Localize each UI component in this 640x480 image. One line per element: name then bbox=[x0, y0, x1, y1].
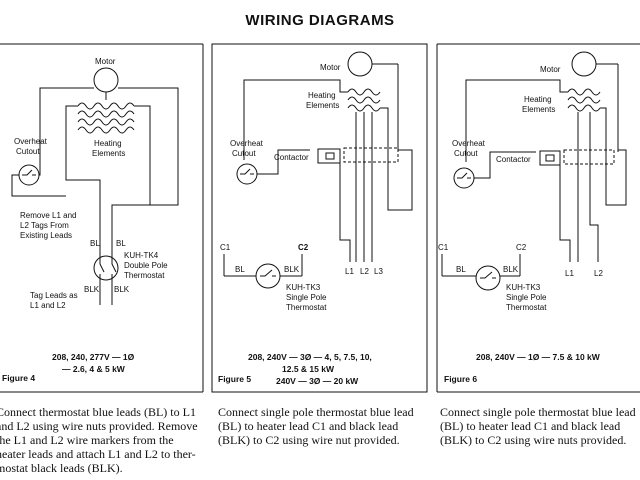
l2-label: L2 bbox=[594, 269, 603, 278]
overheat-label: Cutout bbox=[16, 147, 40, 156]
thermostat-label: Thermostat bbox=[286, 303, 327, 312]
contactor-label: Contactor bbox=[274, 153, 309, 162]
figure-5-caption: Connect single pole thermostat blue lead… bbox=[218, 405, 414, 447]
remove-label: Existing Leads bbox=[20, 231, 72, 240]
heating-element-icon bbox=[567, 88, 601, 112]
figure-6-caption: Connect single pole thermostat blue lead… bbox=[440, 405, 636, 447]
caption-line: the L1 and L2 wire markers from the bbox=[0, 433, 174, 447]
caption-line: (BL) to heater lead C1 and black lead bbox=[440, 419, 621, 433]
overheat-label: Overheat bbox=[452, 139, 486, 148]
thermostat-icon bbox=[255, 263, 281, 289]
overheat-label: Cutout bbox=[454, 149, 478, 158]
figure-6-diagram: Motor Heating Elements Overheat Cutout C… bbox=[438, 51, 627, 384]
heating-label: Heating bbox=[524, 95, 552, 104]
figure-label: Figure 4 bbox=[2, 373, 35, 383]
caption-line: mostat black leads (BLK). bbox=[0, 461, 123, 475]
overheat-label: Overheat bbox=[230, 139, 264, 148]
spec-text: 208, 240V — 3Ø — 4, 5, 7.5, 10, bbox=[248, 352, 372, 362]
page-title: WIRING DIAGRAMS bbox=[245, 12, 395, 29]
motor-label: Motor bbox=[320, 63, 341, 72]
motor-label: Motor bbox=[95, 57, 116, 66]
caption-line: (BL) to heater lead C1 and black lead bbox=[218, 419, 399, 433]
l2-label: L2 bbox=[360, 267, 369, 276]
contactor-coil bbox=[539, 150, 561, 166]
figure-label: Figure 6 bbox=[444, 374, 477, 384]
remove-label: L2 Tags From bbox=[20, 221, 69, 230]
overheat-label: Overheat bbox=[14, 137, 48, 146]
contactor-coil bbox=[317, 148, 341, 164]
thermostat-icon bbox=[475, 265, 501, 291]
heating-label: Elements bbox=[306, 101, 339, 110]
motor-symbol bbox=[347, 51, 373, 77]
l1-label: L1 bbox=[345, 267, 354, 276]
figure-5-diagram: Motor Heating Elements Overheat Cutout C… bbox=[218, 51, 413, 386]
heating-label: Elements bbox=[522, 105, 555, 114]
thermostat-label: KUH-TK3 bbox=[506, 283, 541, 292]
motor-symbol bbox=[571, 51, 597, 77]
heating-label: Heating bbox=[94, 139, 122, 148]
bl-label: BL bbox=[235, 265, 245, 274]
thermostat-label: Single Pole bbox=[286, 293, 327, 302]
thermostat-label: Double Pole bbox=[124, 261, 168, 270]
tag-label: Tag Leads as bbox=[30, 291, 78, 300]
c1-label: C1 bbox=[438, 243, 449, 252]
caption-line: and L2 using wire nuts provided. Remove bbox=[0, 419, 198, 433]
thermostat-label: KUH-TK4 bbox=[124, 251, 159, 260]
caption-line: Connect single pole thermostat blue lead bbox=[440, 405, 636, 419]
panel-frames bbox=[0, 43, 640, 393]
contactor-box bbox=[343, 147, 399, 163]
overheat-label: Cutout bbox=[232, 149, 256, 158]
heating-element-icon bbox=[347, 88, 381, 112]
blk-label: BLK bbox=[503, 265, 519, 274]
heating-label: Elements bbox=[92, 149, 125, 158]
heating-element-icon bbox=[77, 102, 135, 134]
contactor-box bbox=[563, 149, 615, 165]
l3-label: L3 bbox=[374, 267, 383, 276]
spec-text: 240V — 3Ø — 20 kW bbox=[276, 376, 359, 386]
bl-label: BL bbox=[90, 239, 100, 248]
thermostat-label: Thermostat bbox=[506, 303, 547, 312]
caption-line: Connect single pole thermostat blue lead bbox=[218, 405, 414, 419]
spec-text: — 2.6, 4 & 5 kW bbox=[62, 364, 126, 374]
figure-label: Figure 5 bbox=[218, 374, 251, 384]
tag-label: L1 and L2 bbox=[30, 301, 66, 310]
thermostat-label: Single Pole bbox=[506, 293, 547, 302]
heating-label: Heating bbox=[308, 91, 336, 100]
l1-label: L1 bbox=[565, 269, 574, 278]
spec-text: 12.5 & 15 kW bbox=[282, 364, 335, 374]
blk-label: BLK bbox=[284, 265, 300, 274]
bl-label: BL bbox=[116, 239, 126, 248]
contactor-label: Contactor bbox=[496, 155, 531, 164]
figure-4-diagram: Motor Heating Elements Overheat Cutout R… bbox=[2, 57, 179, 383]
caption-line: heater leads and attach L1 and L2 to the… bbox=[0, 447, 196, 461]
spec-text: 208, 240, 277V — 1Ø bbox=[52, 352, 135, 362]
caption-line: (BLK) to C2 using wire nut provided. bbox=[218, 433, 400, 447]
blk-label: BLK bbox=[84, 285, 100, 294]
c2-label: C2 bbox=[298, 243, 309, 252]
motor-label: Motor bbox=[540, 65, 561, 74]
thermostat-label: Thermostat bbox=[124, 271, 165, 280]
bl-label: BL bbox=[456, 265, 466, 274]
spec-text: 208, 240V — 1Ø — 7.5 & 10 kW bbox=[476, 352, 601, 362]
c2-label: C2 bbox=[516, 243, 527, 252]
thermostat-label: KUH-TK3 bbox=[286, 283, 321, 292]
motor-symbol bbox=[93, 67, 119, 93]
blk-label: BLK bbox=[114, 285, 130, 294]
caption-line: (BLK) to C2 using wire nuts provided. bbox=[440, 433, 627, 447]
remove-label: Remove L1 and bbox=[20, 211, 76, 220]
caption-line: Connect thermostat blue leads (BL) to L1 bbox=[0, 405, 196, 419]
figure-4-caption: Connect thermostat blue leads (BL) to L1… bbox=[0, 405, 198, 475]
c1-label: C1 bbox=[220, 243, 231, 252]
thermostat-icon bbox=[93, 255, 119, 281]
